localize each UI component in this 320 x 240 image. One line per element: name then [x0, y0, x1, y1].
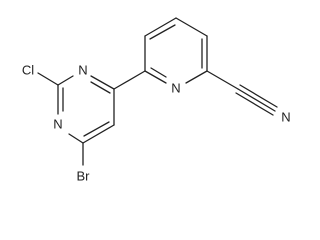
atom-label-cl: Cl: [22, 62, 34, 77]
chemical-structure-diagram: Cl N N Br N N: [22, 17, 291, 183]
bond-c3p-c4p: [144, 17, 177, 37]
bond-c5-c6-double: [83, 121, 110, 137]
atom-label-n-pyrimidine-bottom: N: [53, 116, 62, 131]
bond-c5-c6: [82, 124, 115, 144]
atom-label-n-nitrile: N: [281, 109, 290, 124]
bond-n3-c4-double: [90, 81, 111, 94]
bond-n3-c4: [90, 75, 115, 90]
bond-nitrile-triple-c: [235, 92, 274, 116]
bond-c2-n3: [57, 75, 74, 86]
bond-c4-c2prime: [113, 70, 146, 90]
bond-c3p-c4p-double: [149, 24, 176, 40]
bond-c2-cl: [37, 72, 59, 86]
bond-nitrile-triple-a: [237, 88, 276, 112]
bond-c4p-c5p: [175, 17, 208, 37]
bond-n1p-c2p: [144, 70, 167, 84]
bond-c6p-cnitrile: [206, 70, 239, 90]
bond-nitrile-triple-b: [239, 84, 278, 108]
bond-c6-n1: [68, 133, 84, 144]
atom-label-n-pyridine: N: [171, 80, 180, 95]
bond-c6p-n1p: [185, 70, 208, 84]
atom-label-n-pyrimidine-top: N: [78, 62, 87, 77]
atom-label-br: Br: [77, 168, 91, 183]
bond-n1p-c2p-double: [150, 67, 167, 78]
